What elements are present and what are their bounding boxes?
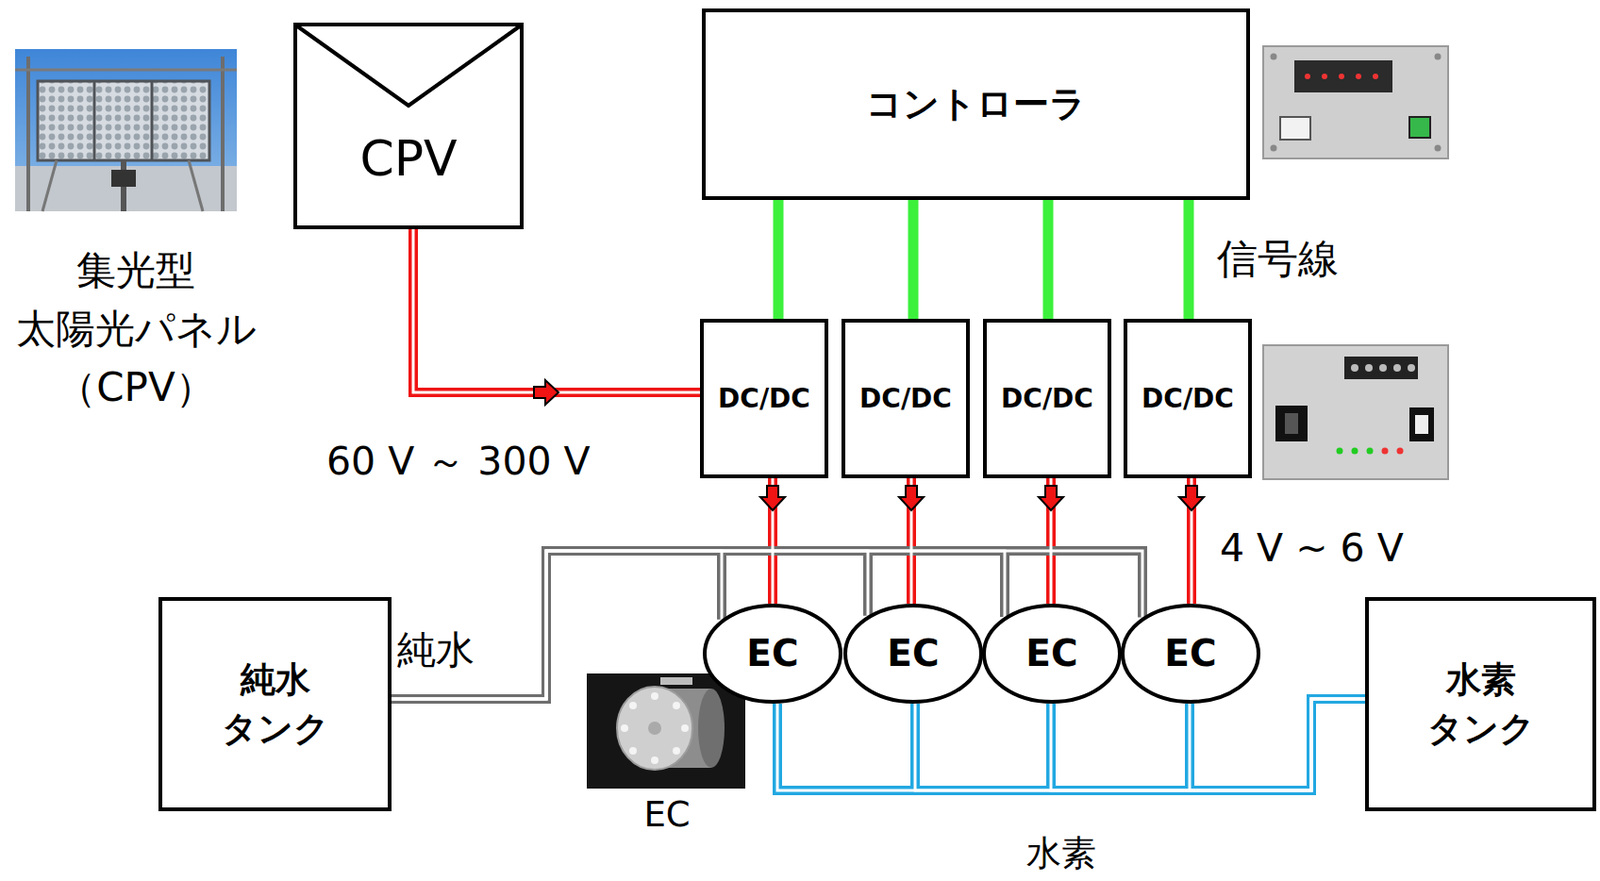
- controller-photo: [1263, 46, 1449, 159]
- connector: [773, 200, 784, 319]
- connector-core: [777, 699, 1366, 791]
- ec-ellipse: EC: [982, 603, 1122, 704]
- voltage-label: 4 V ~ 6 V: [1219, 526, 1404, 571]
- connector: [1043, 200, 1054, 319]
- cpv-box: CPV: [293, 22, 524, 230]
- node-text: コントローラ: [866, 83, 1086, 127]
- connector: [777, 699, 1366, 791]
- envelope-outline: [293, 22, 524, 230]
- pipe-label: 純水: [397, 628, 475, 673]
- controller-box: コントローラ: [701, 8, 1250, 200]
- connector-cores: [391, 229, 1366, 791]
- ec-ellipse: EC: [1120, 603, 1261, 704]
- voltage-label: 60 V ～ 300 V: [326, 439, 591, 484]
- pipe-label: 水素: [1026, 833, 1097, 875]
- tank-box: 純水 タンク: [158, 597, 392, 812]
- connector-core: [915, 699, 1366, 791]
- node-text: EC: [1164, 632, 1217, 677]
- connector: [1189, 699, 1366, 791]
- arrowhead: [1179, 485, 1204, 511]
- node-text: DC/DC: [1000, 383, 1094, 416]
- connector-core: [391, 550, 722, 700]
- dcdc-photo: [1263, 345, 1449, 480]
- connector-core: [1050, 699, 1366, 791]
- ec-ellipse: EC: [702, 603, 843, 704]
- connector: [908, 200, 919, 319]
- connector: [915, 699, 1366, 791]
- connector: [1050, 699, 1366, 791]
- arrowhead: [533, 380, 559, 405]
- ec-photo: [586, 673, 746, 789]
- panel-caption: 集光型 太陽光パネル （CPV）: [16, 241, 257, 417]
- connector-core: [413, 229, 700, 393]
- connector-strokes: [391, 200, 1366, 791]
- arrowhead: [1038, 485, 1064, 511]
- node-text: EC: [886, 632, 939, 677]
- node-text: DC/DC: [1141, 383, 1234, 416]
- cpv-photo: [15, 49, 237, 212]
- node-text: DC/DC: [859, 383, 952, 416]
- ec-ellipse: EC: [843, 603, 984, 704]
- arrowhead: [899, 485, 924, 511]
- node-text: EC: [746, 632, 799, 677]
- connector: [391, 550, 722, 700]
- connector: [413, 229, 700, 393]
- dcdc-box: DC/DC: [841, 318, 970, 479]
- dcdc-box: DC/DC: [983, 318, 1112, 479]
- node-text: EC: [1025, 632, 1078, 677]
- node-text: CPV: [359, 129, 457, 188]
- node-text: 純水 タンク: [221, 655, 330, 754]
- signal-label: 信号線: [1216, 235, 1339, 283]
- dcdc-box: DC/DC: [1123, 318, 1252, 479]
- tank-box: 水素 タンク: [1365, 597, 1597, 812]
- photo-caption: EC: [643, 795, 690, 836]
- connector-core: [1189, 699, 1366, 791]
- dcdc-box: DC/DC: [700, 318, 829, 479]
- arrowhead: [760, 485, 785, 511]
- connector: [1183, 200, 1195, 319]
- node-text: 水素 タンク: [1427, 655, 1535, 754]
- node-text: DC/DC: [717, 383, 811, 416]
